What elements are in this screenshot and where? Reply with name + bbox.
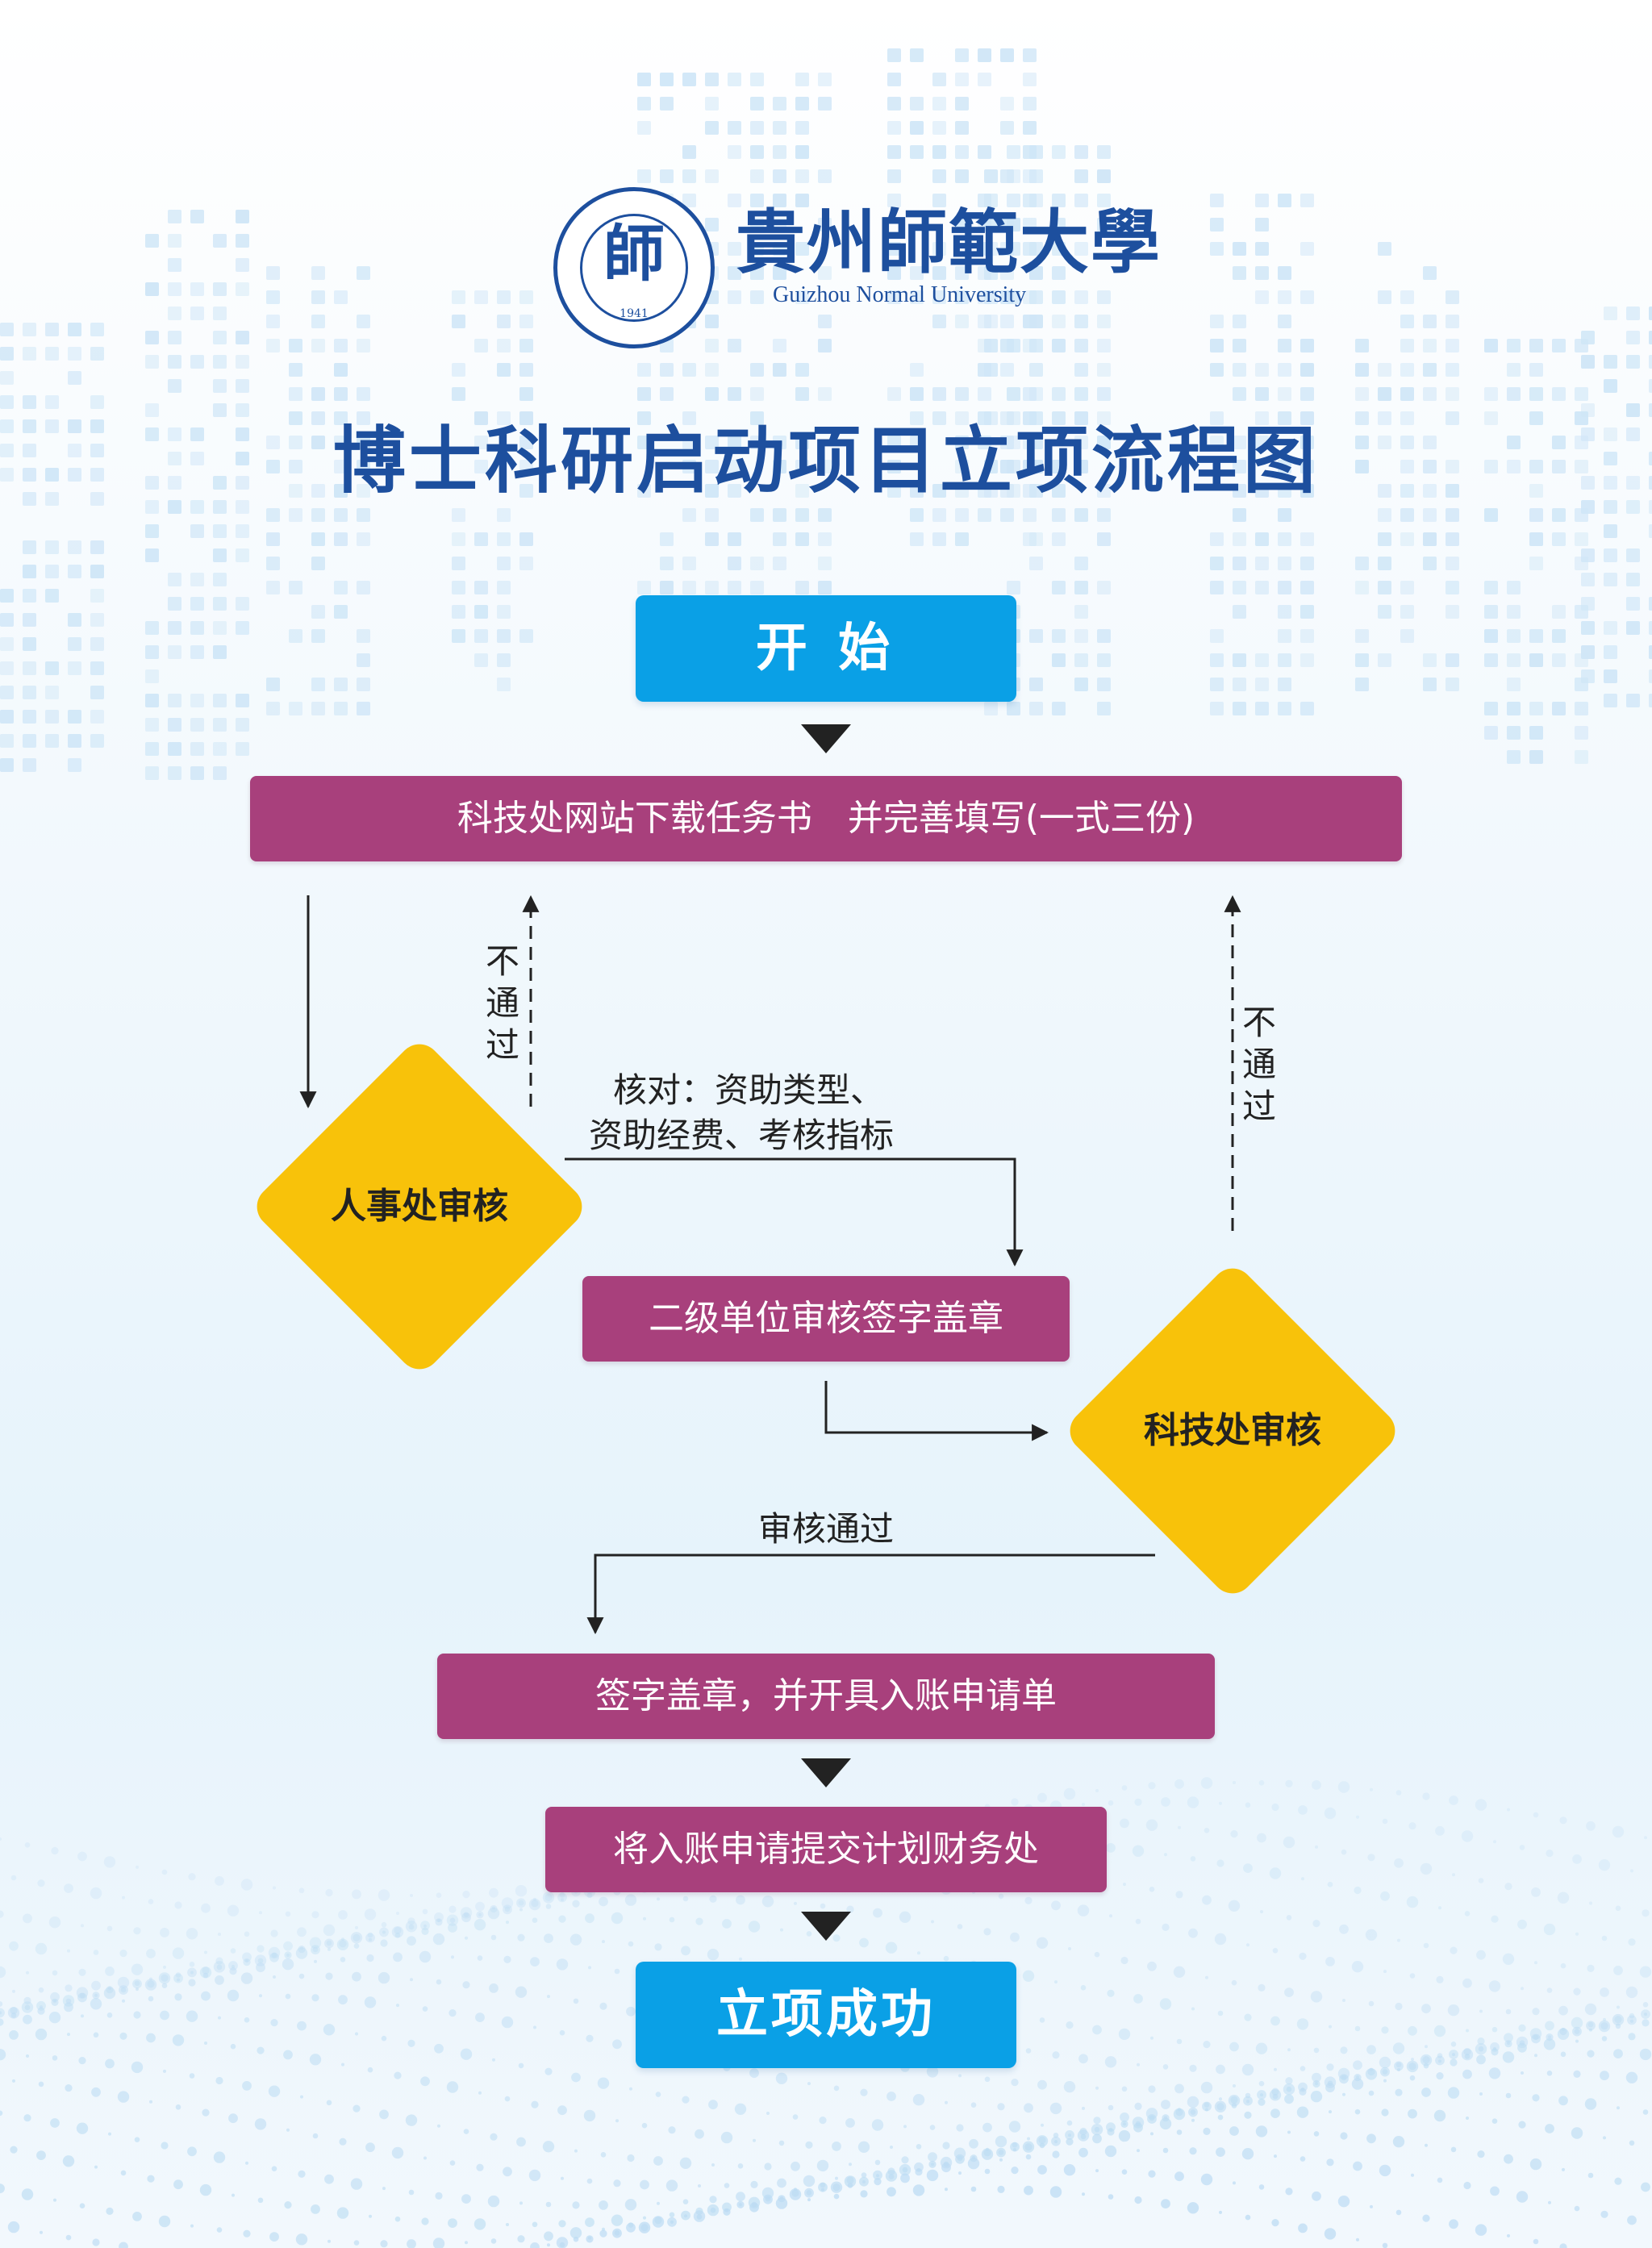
arrow-step2-to-sti — [824, 1381, 1049, 1441]
arrow-hr-to-step2 — [565, 1157, 1024, 1267]
university-seal-logo: 師 1941 — [553, 187, 715, 348]
sti-review-label: 科技处审核 — [1144, 1410, 1321, 1451]
arrow-sti-to-step3 — [586, 1554, 1155, 1635]
approved-label: 审核通过 — [757, 1509, 894, 1549]
hr-reject-label: 不通过 — [485, 941, 519, 1065]
arrow-step4-to-end — [801, 1912, 851, 1941]
sti-reject-label: 不通过 — [1241, 1003, 1276, 1126]
step-unit-sign-seal: 二级单位审核签字盖章 — [582, 1276, 1070, 1362]
hr-review-label: 人事处审核 — [331, 1186, 508, 1227]
step-sign-and-issue: 签字盖章，并开具入账申请单 — [437, 1654, 1215, 1739]
end-node: 立项成功 — [636, 1962, 1016, 2068]
university-name-cn: 貴州師範大學 — [736, 202, 1162, 283]
university-name-en: Guizhou Normal University — [773, 282, 1027, 307]
page-title: 博士科研启动项目立项流程图 — [333, 418, 1319, 503]
step-submit-finance: 将入账申请提交计划财务处 — [545, 1807, 1107, 1892]
start-node: 开 始 — [636, 595, 1016, 702]
check-note-line1: 核对：资助类型、 — [613, 1070, 885, 1110]
arrow-start-to-step1 — [801, 724, 851, 753]
check-note-line2: 资助经费、考核指标 — [589, 1116, 895, 1155]
step-download-taskbook: 科技处网站下载任务书 并完善填写(一式三份) — [250, 776, 1402, 861]
arrow-step3-to-step4 — [801, 1758, 851, 1787]
